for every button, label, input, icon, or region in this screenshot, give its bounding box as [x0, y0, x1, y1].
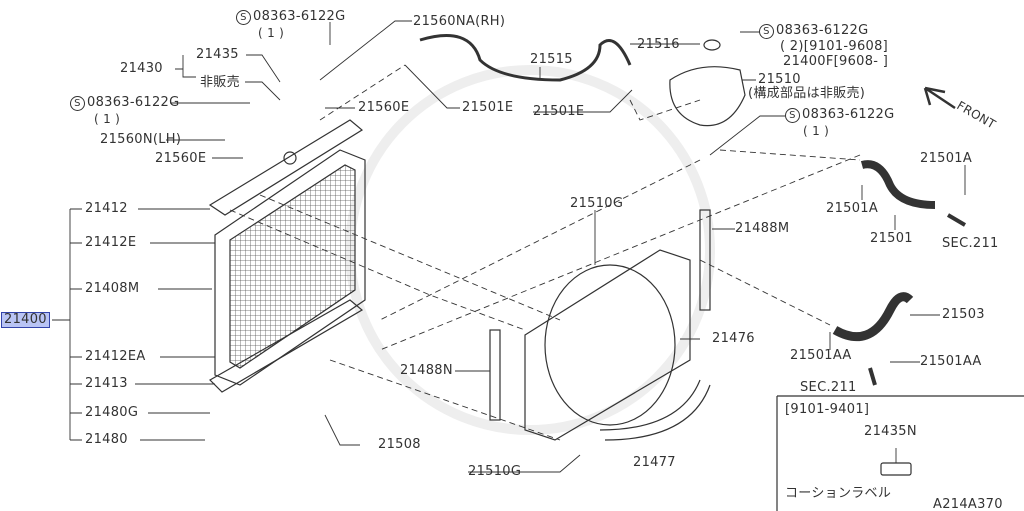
- label-21501: 21501: [870, 231, 913, 246]
- label-21560E: 21560E: [155, 151, 207, 166]
- label-21501AA: 21501AA: [790, 348, 852, 363]
- overflow-hose: [419, 34, 632, 82]
- inset-range: [9101-9401]: [785, 402, 870, 417]
- label-sec211[interactable]: SEC.211: [942, 236, 999, 251]
- leader-lines: [52, 20, 966, 473]
- front-arrow: [923, 86, 956, 110]
- label-21480: 21480: [85, 432, 128, 447]
- label-21560NA: 21560NA(RH): [413, 14, 506, 29]
- inset-caption: コーションラベル: [785, 486, 892, 501]
- label-21510G: 21510G: [468, 464, 522, 479]
- label-21480G: 21480G: [85, 405, 139, 420]
- label-qty: ( 1 ): [258, 26, 285, 40]
- label-21510-note: (構成部品は非販売): [748, 86, 866, 101]
- label-qty: ( 1 ): [94, 112, 121, 126]
- label-21560E: 21560E: [358, 100, 410, 115]
- label-21412: 21412: [85, 201, 128, 216]
- label-21510: 21510: [758, 72, 801, 87]
- dashed-lines: [229, 64, 861, 441]
- reservoir-tank: [669, 66, 746, 127]
- label-21515: 21515: [530, 52, 573, 67]
- label-21510G: 21510G: [570, 196, 624, 211]
- label-21477: 21477: [633, 455, 676, 470]
- sec-arrows: [868, 213, 967, 386]
- diagram-code: A214A370: [933, 497, 1003, 511]
- label-21435: 21435: [196, 47, 239, 62]
- label-21400F: 21400F[9608- ]: [783, 54, 889, 69]
- hose-21501: [860, 160, 936, 209]
- label-21413: 21413: [85, 376, 128, 391]
- label-21560N: 21560N(LH): [100, 132, 182, 147]
- label-21488N: 21488N: [400, 363, 453, 378]
- label-21501A: 21501A: [826, 201, 879, 216]
- radiator: [208, 119, 366, 393]
- label-qty: ( 1 ): [803, 124, 830, 138]
- label-21508: 21508: [378, 437, 421, 452]
- inset-part-21435N: 21435N: [864, 424, 917, 439]
- label-21501E: 21501E: [533, 104, 585, 119]
- label-sec211[interactable]: SEC.211: [800, 380, 857, 395]
- label-21488M: 21488M: [735, 221, 790, 236]
- label-21408M: 21408M: [85, 281, 140, 296]
- label-21501E: 21501E: [462, 100, 514, 115]
- inset-box: [776, 395, 1024, 511]
- label-not-sold: 非販売: [200, 75, 240, 90]
- caution-label-shape: [880, 462, 912, 476]
- label-21501AA: 21501AA: [920, 354, 982, 369]
- hose-21503: [832, 292, 914, 342]
- label-21516: 21516: [637, 37, 680, 52]
- label-21503: 21503: [942, 307, 985, 322]
- label-21501A: 21501A: [920, 151, 973, 166]
- label-21476: 21476: [712, 331, 755, 346]
- label-21400-selected[interactable]: 21400: [1, 312, 50, 328]
- fan-shroud: [489, 209, 711, 441]
- label-21412EA: 21412EA: [85, 349, 146, 364]
- label-qty: ( 2)[9101-9608]: [780, 39, 889, 54]
- cap-21516: [703, 39, 721, 51]
- label-21412E: 21412E: [85, 235, 137, 250]
- label-21430: 21430: [120, 61, 163, 76]
